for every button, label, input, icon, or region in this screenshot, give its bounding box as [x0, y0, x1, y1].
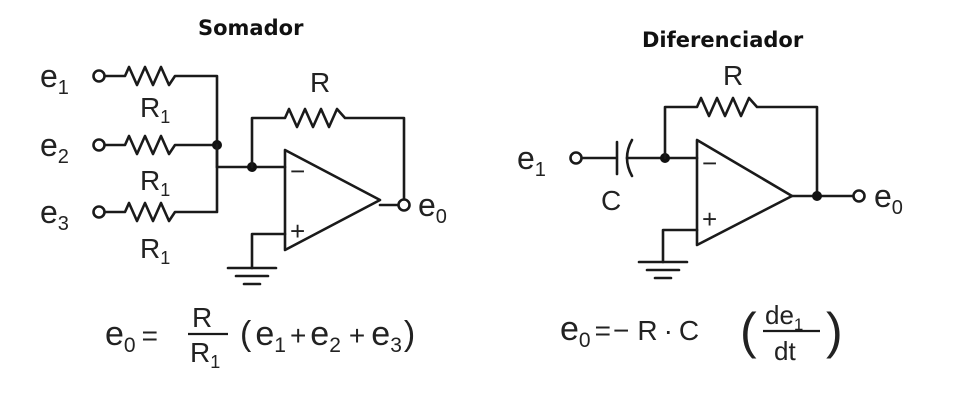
label-minus-diff: −: [702, 148, 717, 178]
label-plus-diff: +: [702, 204, 717, 234]
resistor-r1-middle: [103, 134, 219, 156]
formula-frac-num: R: [192, 302, 212, 333]
label-plus: +: [290, 216, 305, 246]
label-r1-top: R1: [140, 92, 170, 127]
formula-sum: (e1+e2+e3): [240, 315, 415, 357]
input-terminal-e3: [92, 205, 106, 219]
label-r-feedback: R: [310, 67, 330, 98]
resistor-r1-top: [103, 65, 219, 147]
diferenciador-formula: e0=−R·C ( de1 dt ): [560, 300, 843, 366]
resistor-r1-bottom: [103, 143, 219, 223]
label-e1: e1: [40, 58, 69, 99]
output-terminal-e0: [397, 198, 411, 212]
formula-diff-close-paren: ): [826, 303, 843, 359]
label-r1-bottom: R1: [140, 233, 170, 268]
diferenciador-circuit: [569, 96, 866, 280]
output-terminal-e0-diff: [852, 189, 866, 203]
output-junction-dot-diff: [812, 191, 822, 201]
ground-wire: [250, 232, 287, 270]
somador-circuit: [92, 65, 411, 286]
feedback-resistor-r-diff: [663, 96, 819, 198]
diferenciador-title: Diferenciador: [642, 28, 804, 52]
somador-title: Somador: [198, 16, 304, 40]
formula-diff-open-paren: (: [740, 303, 757, 359]
opamp-triangle: [283, 148, 382, 252]
label-e3: e3: [40, 194, 69, 235]
somador-formula: e0= R R1 (e1+e2+e3): [105, 302, 415, 372]
label-r-feedback-diff: R: [723, 60, 743, 91]
label-r1-middle: R1: [140, 165, 170, 200]
input-terminal-e1-diff: [569, 151, 583, 165]
label-capacitor-c: C: [601, 185, 621, 216]
formula-diff-frac-num: de1: [765, 300, 803, 334]
label-e2: e2: [40, 127, 69, 168]
label-e1-diff: e1: [517, 140, 546, 181]
label-e0: e0: [418, 187, 447, 228]
input-terminal-e1: [92, 69, 106, 83]
label-e0-diff: e0: [874, 178, 903, 219]
opamp-triangle-diff: [695, 138, 794, 247]
formula-diff-frac-den: dt: [774, 336, 796, 366]
formula-diff-lhs: e0=−R·C: [560, 310, 699, 352]
formula-lhs: e0=: [105, 315, 158, 357]
input-terminal-e2: [92, 138, 106, 152]
ground-wire-diff: [661, 228, 699, 264]
feedback-resistor-r: [250, 107, 406, 207]
formula-frac-den: R1: [190, 337, 220, 372]
label-minus: −: [290, 156, 305, 186]
